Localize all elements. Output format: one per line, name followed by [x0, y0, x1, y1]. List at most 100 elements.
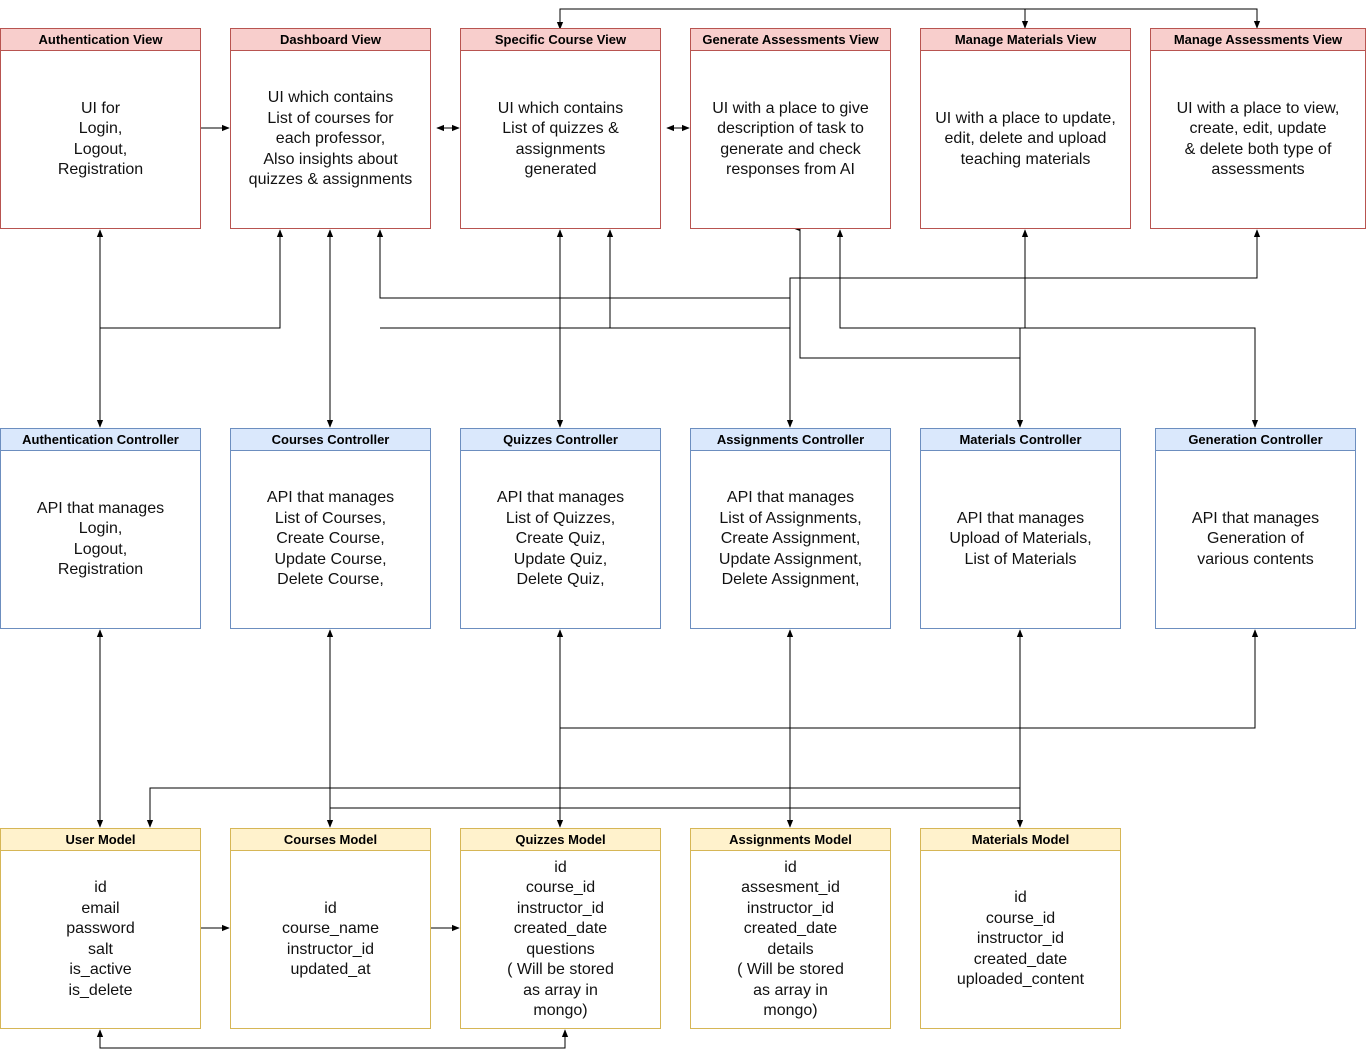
box-text-line: id: [1014, 889, 1027, 907]
box-text-line: uploaded_content: [956, 971, 1085, 989]
connector-generation-controller-up: [836, 229, 1259, 428]
box-text-line: Delete Quiz,: [516, 571, 605, 589]
connector-quizzes-to-generation-controller: [560, 629, 1259, 729]
box-title: Materials Model: [921, 829, 1120, 851]
box-title: Assignments Controller: [691, 429, 890, 451]
connector-materials-controller-up: [1016, 229, 1029, 428]
box-text-line: UI with a place to give: [712, 99, 869, 117]
box-text-line: updated_at: [290, 961, 371, 978]
box-text-line: List of Courses,: [274, 509, 387, 527]
box-title: Manage Assessments View: [1151, 29, 1365, 51]
box-text-line: List of Quizzes,: [505, 509, 616, 527]
box-text-line: questions: [526, 940, 595, 958]
box-title: Courses Model: [231, 829, 430, 851]
box-title: Quizzes Model: [461, 829, 660, 851]
box-text-line: created_date: [973, 950, 1068, 968]
box-text-line: Update Assignment,: [718, 550, 863, 568]
box-text-line: course_id: [985, 909, 1056, 927]
box-text-line: assessments: [1211, 161, 1305, 178]
box-title: Generation Controller: [1156, 429, 1355, 451]
box-text-line: various contents: [1197, 550, 1314, 568]
box-text-line: API that manages: [1191, 509, 1320, 527]
box-text-line: Create Course,: [276, 530, 385, 548]
box-text-line: generated: [524, 161, 597, 178]
box-text-line: teaching materials: [960, 150, 1091, 168]
box-text-line: List of Assignments,: [719, 509, 862, 527]
box-text-line: create, edit, update: [1189, 120, 1327, 137]
box-text-line: API that manages: [266, 489, 395, 507]
connector-assign-to-dashboard: [376, 229, 790, 299]
box-title: Specific Course View: [461, 29, 660, 51]
box-text-line: created_date: [513, 920, 608, 937]
box-text-line: details: [767, 940, 814, 958]
box-text-line: Registration: [57, 161, 144, 178]
box-text-line: instructor_id: [746, 899, 835, 917]
box-title: Dashboard View: [231, 29, 430, 51]
box-text-line: Generation of: [1207, 530, 1304, 548]
connector-assign-to-course-view: [606, 229, 790, 329]
box-text-line: edit, delete and upload: [944, 130, 1107, 148]
box-title: Quizzes Controller: [461, 429, 660, 451]
box-text-line: Delete Course,: [277, 571, 384, 589]
box-text-line: API that manages: [496, 489, 625, 507]
box-text-line: salt: [88, 940, 113, 958]
box-text-line: ( Will be stored: [507, 961, 614, 978]
box-text-line: id: [554, 858, 567, 876]
box-text-line: is_active: [69, 961, 132, 978]
box-text-line: UI which contains: [497, 99, 624, 117]
box-text-line: Update Quiz,: [513, 550, 608, 568]
manage-assessments-view-box: Manage Assessments View UI with a place …: [1150, 28, 1366, 229]
box-title: User Model: [1, 829, 200, 851]
connector-materials-to-generate-view: [792, 224, 1020, 359]
box-text-line: description of task to: [717, 120, 864, 137]
box-title: Manage Materials View: [921, 29, 1130, 51]
box-text-line: assignments: [515, 140, 606, 158]
box-text-line: each professor,: [275, 130, 386, 148]
box-text-line: email: [81, 899, 120, 917]
box-text-line: quizzes & assignments: [248, 171, 413, 189]
connector-materials-to-user-model: [146, 787, 1020, 828]
box-text-line: instructor_id: [516, 899, 605, 917]
box-text-line: id: [784, 858, 797, 876]
box-title: Authentication Controller: [1, 429, 200, 451]
box-text-line: as array in: [753, 981, 828, 999]
box-text-line: mongo): [763, 1002, 818, 1019]
connector-auth-to-dashboard-feed: [100, 229, 284, 329]
connector-assignments-controller-up: [786, 229, 1261, 428]
box-text-line: List of courses for: [267, 109, 394, 127]
materials-model-box: Materials Model id course_id instructor_id…: [920, 828, 1121, 1029]
box-text-line: Registration: [57, 561, 144, 578]
box-title: Authentication View: [1, 29, 200, 51]
connector-user-quizzes-bottom: [96, 1029, 569, 1049]
box-text-line: UI with a place to update,: [935, 109, 1116, 127]
box-text-line: List of Materials: [964, 550, 1077, 568]
box-text-line: Update Course,: [274, 550, 387, 568]
box-text-line: password: [66, 920, 135, 937]
box-title: Courses Controller: [231, 429, 430, 451]
box-text-line: course_name: [282, 920, 379, 937]
box-text-line: instructor_id: [976, 930, 1065, 948]
generate-assessments-view-box: Generate Assessments View UI with a plac…: [690, 28, 891, 229]
box-text-line: Login,: [78, 120, 123, 137]
box-text-line: API that manages: [36, 499, 165, 517]
box-text-line: UI for: [80, 99, 121, 117]
box-text-line: & delete both type of: [1184, 140, 1332, 158]
box-body: UI with a place to give description of ta…: [691, 51, 890, 228]
